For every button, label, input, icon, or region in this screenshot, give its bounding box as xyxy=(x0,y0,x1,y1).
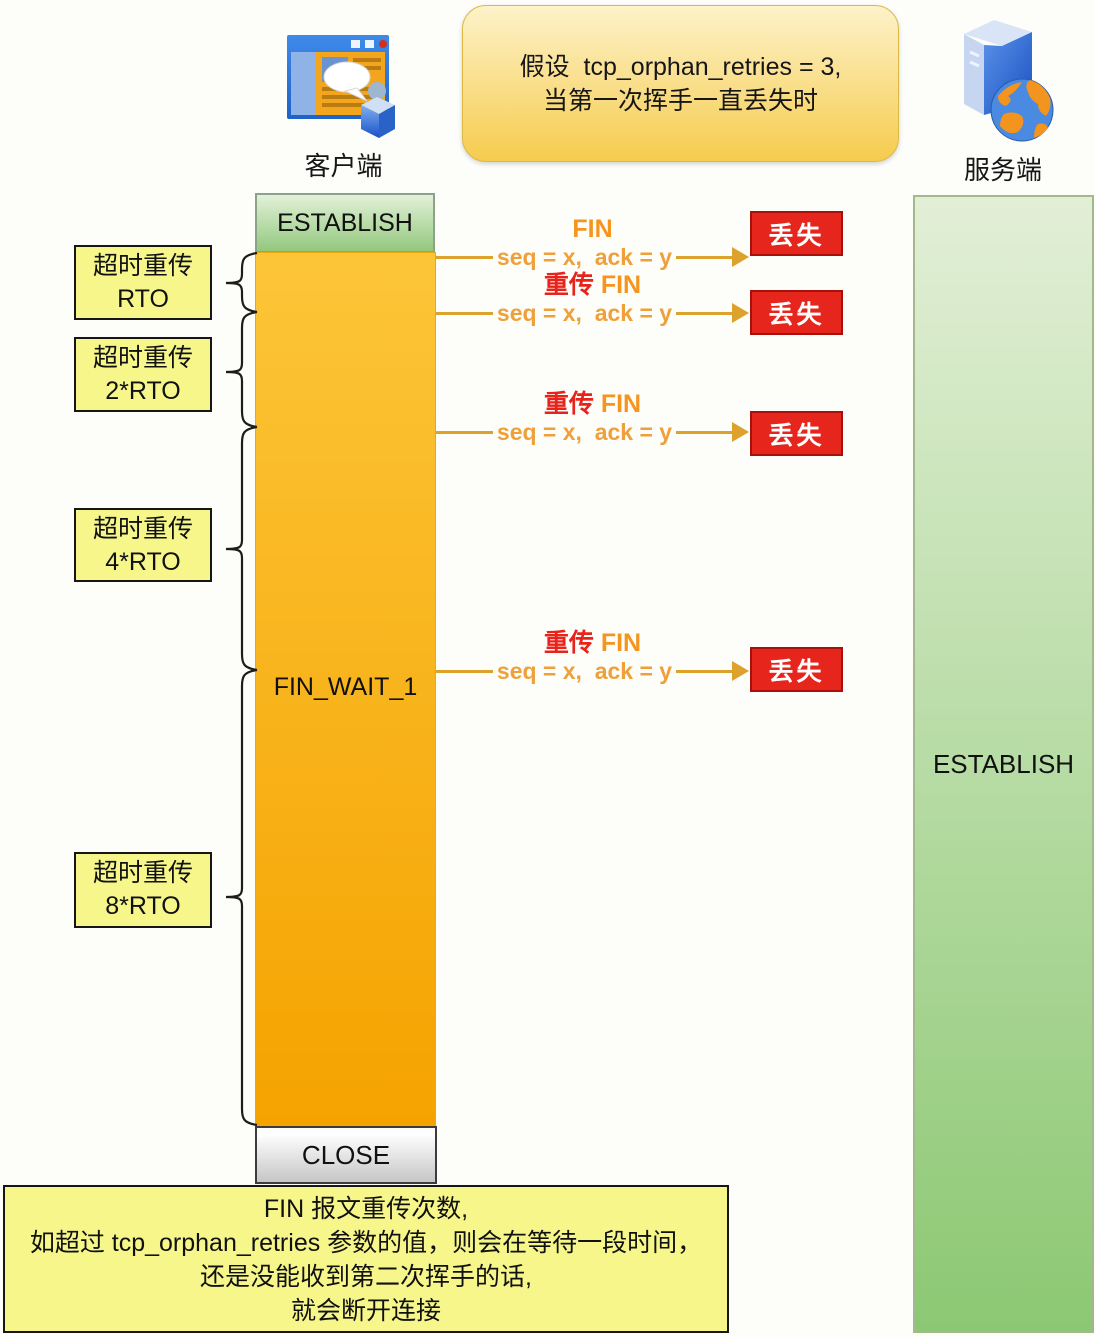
assumption-note: 假设 tcp_orphan_retries = 3, 当第一次挥手一直丢失时 xyxy=(462,5,899,162)
message-2-retrans: 重传 xyxy=(543,271,594,299)
timeout-note-2rto: 超时重传 2*RTO xyxy=(74,337,212,412)
server-establish-state: ESTABLISH xyxy=(932,749,1075,779)
message-1-title: FIN xyxy=(436,214,749,244)
server-icon xyxy=(942,12,1064,145)
message-fin-2: 重传 FIN seq = x, ack = y xyxy=(436,270,749,326)
message-4-detail: seq = x, ack = y xyxy=(496,657,673,684)
arrowhead-icon xyxy=(732,422,749,442)
client-lifeline: FIN_WAIT_1 xyxy=(255,252,436,1126)
client-icon xyxy=(281,25,406,143)
footer-note: FIN 报文重传次数, 如超过 tcp_orphan_retries 参数的值，… xyxy=(3,1185,729,1333)
arrowhead-icon xyxy=(732,247,749,267)
message-fin-3: 重传 FIN seq = x, ack = y xyxy=(436,389,749,445)
client-close-state: CLOSE xyxy=(255,1126,437,1184)
message-2-name: FIN xyxy=(593,271,642,299)
timeout-2rto-line1: 超时重传 xyxy=(92,344,193,372)
arrow-line-right xyxy=(676,669,733,673)
arrow-line-left xyxy=(436,430,493,434)
client-establish-state: ESTABLISH xyxy=(255,193,435,253)
message-2-title: 重传 FIN xyxy=(436,270,749,300)
lost-badge-3: 丢失 xyxy=(750,411,843,456)
message-2-detail: seq = x, ack = y xyxy=(496,299,673,326)
timeout-8rto-line1: 超时重传 xyxy=(92,859,193,887)
assumption-line2: 当第一次挥手一直丢失时 xyxy=(542,87,818,115)
message-1-detail: seq = x, ack = y xyxy=(496,243,673,270)
client-finwait1-state: FIN_WAIT_1 xyxy=(273,673,418,701)
timeout-rto-line1: 超时重传 xyxy=(92,252,193,280)
message-fin-1: FIN seq = x, ack = y xyxy=(436,214,749,270)
arrow-line-left xyxy=(436,669,493,673)
client-label: 客户端 xyxy=(304,151,383,181)
message-4-title: 重传 FIN xyxy=(436,628,749,658)
timeout-note-rto: 超时重传 RTO xyxy=(74,245,212,320)
arrow-line-left xyxy=(436,255,493,259)
arrow-line-right xyxy=(676,255,733,259)
timeout-note-8rto: 超时重传 8*RTO xyxy=(74,852,212,928)
message-3-detail: seq = x, ack = y xyxy=(496,418,673,445)
server-label: 服务端 xyxy=(963,155,1042,185)
arrowhead-icon xyxy=(732,661,749,681)
message-2-arrow: seq = x, ack = y xyxy=(436,300,749,326)
arrow-line-right xyxy=(676,430,733,434)
lost-badge-4: 丢失 xyxy=(750,647,843,692)
arrow-line-left xyxy=(436,311,493,315)
footer-line2: 如超过 tcp_orphan_retries 参数的值，则会在等待一段时间， xyxy=(29,1229,703,1257)
message-3-title: 重传 FIN xyxy=(436,389,749,419)
timeout-4rto-line1: 超时重传 xyxy=(92,515,193,543)
message-1-name: FIN xyxy=(572,215,613,243)
message-3-name: FIN xyxy=(593,390,642,418)
timeout-2rto-line2: 2*RTO xyxy=(105,377,181,405)
timeout-4rto-line2: 4*RTO xyxy=(105,548,181,576)
message-4-retrans: 重传 xyxy=(543,629,594,657)
message-4-name: FIN xyxy=(593,629,642,657)
message-1-arrow: seq = x, ack = y xyxy=(436,244,749,270)
arrow-line-right xyxy=(676,311,733,315)
footer-line3: 还是没能收到第二次挥手的话, xyxy=(200,1263,532,1291)
timeout-note-4rto: 超时重传 4*RTO xyxy=(74,508,212,582)
timeout-8rto-line2: 8*RTO xyxy=(105,892,181,920)
message-3-arrow: seq = x, ack = y xyxy=(436,419,749,445)
assumption-line1: 假设 tcp_orphan_retries = 3, xyxy=(519,53,842,81)
message-3-retrans: 重传 xyxy=(543,390,594,418)
footer-line4: 就会断开连接 xyxy=(290,1297,441,1325)
lost-badge-1: 丢失 xyxy=(750,211,843,256)
server-lifeline: ESTABLISH xyxy=(913,195,1094,1333)
message-4-arrow: seq = x, ack = y xyxy=(436,658,749,684)
timeout-rto-line2: RTO xyxy=(117,285,169,313)
arrowhead-icon xyxy=(732,303,749,323)
footer-line1: FIN 报文重传次数, xyxy=(263,1195,469,1223)
message-fin-4: 重传 FIN seq = x, ack = y xyxy=(436,628,749,684)
lost-badge-2: 丢失 xyxy=(750,290,843,335)
